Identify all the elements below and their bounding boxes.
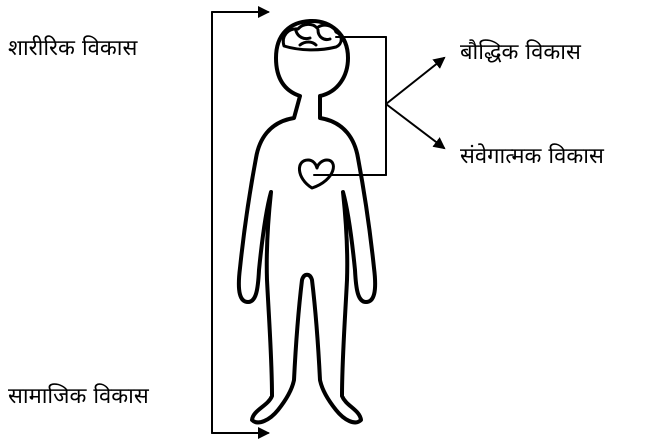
emotional-arrow — [386, 104, 444, 148]
intellectual-development-label: बौद्धिक विकास — [460, 42, 581, 64]
physical-social-connector — [212, 12, 268, 433]
brain-heart-connector — [314, 37, 444, 175]
social-development-label: सामाजिक विकास — [8, 386, 149, 408]
intellectual-arrow — [386, 58, 444, 104]
emotional-development-label: संवेगात्मक विकास — [460, 146, 604, 168]
brain-icon — [283, 24, 341, 50]
physical-development-label: शारीरिक विकास — [8, 38, 137, 60]
child-outline — [239, 21, 375, 422]
